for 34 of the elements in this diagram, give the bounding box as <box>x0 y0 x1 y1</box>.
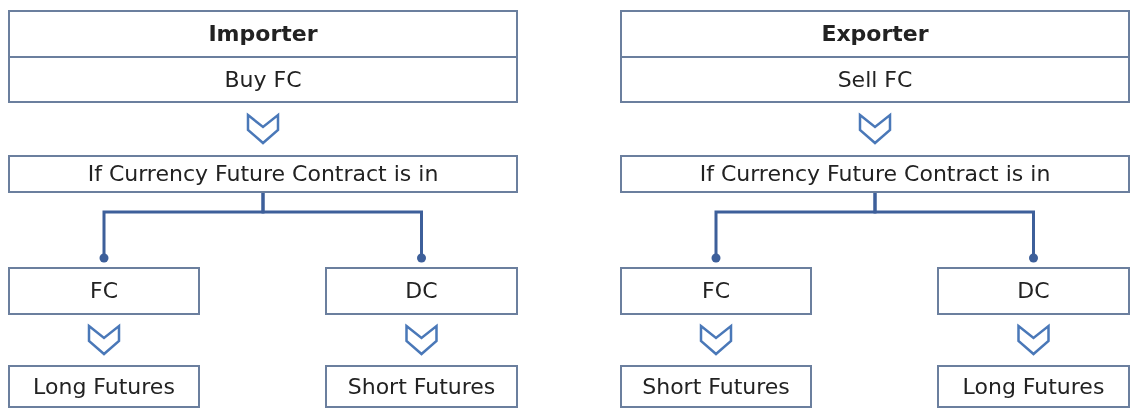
process-box <box>937 365 1130 408</box>
process-box <box>8 267 200 315</box>
connector-line <box>873 193 1038 263</box>
chevron-arrow <box>405 323 438 356</box>
box-text: FC <box>90 277 118 305</box>
process-box <box>325 365 518 408</box>
box-text: DC <box>405 277 438 305</box>
box-text: Sell FC <box>837 65 913 93</box>
process-box <box>325 267 518 315</box>
process-box <box>620 10 1130 103</box>
process-box <box>620 365 812 408</box>
process-box <box>937 267 1130 315</box>
box-text: FC <box>702 277 730 305</box>
process-box <box>8 365 200 408</box>
chevron-arrow <box>246 112 280 145</box>
box-text: Long Futures <box>33 372 175 401</box>
box-text: Buy FC <box>224 65 302 93</box>
process-box <box>620 155 1130 193</box>
box-text: Short Futures <box>642 372 790 401</box>
process-box <box>8 155 518 193</box>
connector-line <box>261 193 426 263</box>
box-heading: Importer <box>208 20 318 48</box>
chevron-arrow <box>699 323 733 356</box>
chevron-arrow <box>87 323 121 356</box>
box-text: DC <box>1017 277 1050 305</box>
box-text: Long Futures <box>962 372 1105 401</box>
process-box <box>8 10 518 103</box>
chevron-arrow <box>1017 323 1050 356</box>
chevron-arrow <box>858 112 892 145</box>
box-text: If Currency Future Contract is in <box>87 160 439 188</box>
box-text: Short Futures <box>347 372 496 401</box>
process-box <box>620 267 812 315</box>
box-heading: Exporter <box>821 20 929 48</box>
box-text: If Currency Future Contract is in <box>699 160 1051 188</box>
